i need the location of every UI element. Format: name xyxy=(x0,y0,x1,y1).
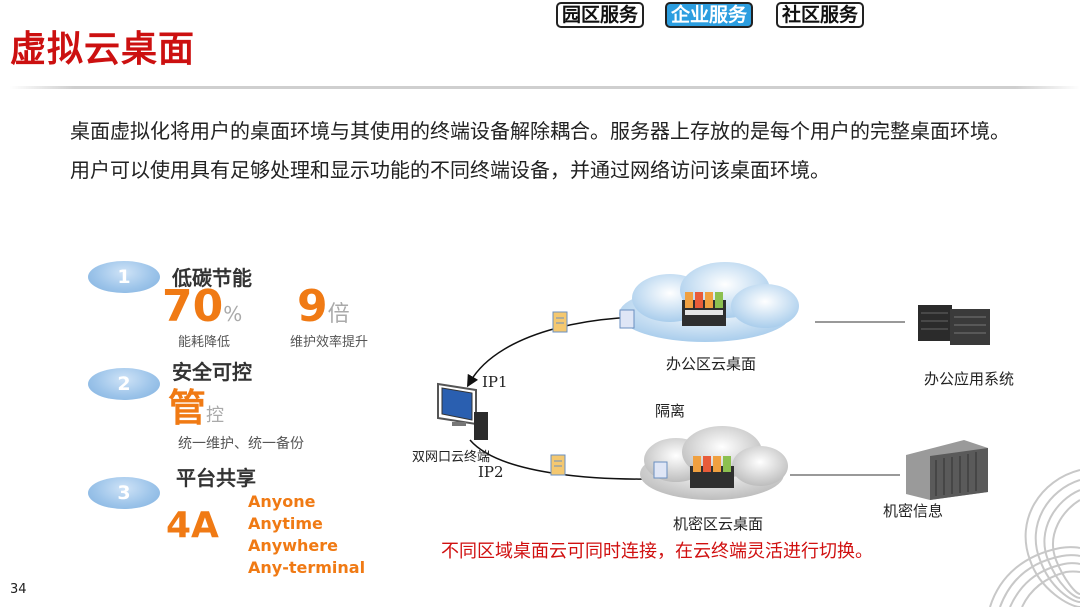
feature-2-title: 安全可控 xyxy=(172,360,252,384)
feature-3-list: Anyone Anytime Anywhere Any-terminal xyxy=(248,491,365,579)
document-icon xyxy=(653,461,668,479)
secret-info-server-rack-icon xyxy=(906,440,988,500)
feature-1-stat2: 9倍 xyxy=(297,281,350,332)
office-system-label: 办公应用系统 xyxy=(924,370,1015,388)
feature-1-stat2-unit: 倍 xyxy=(327,302,350,327)
secret-server-icon xyxy=(690,456,734,488)
office-system-server-icon xyxy=(918,305,990,345)
feature-2-big-char: 管 xyxy=(168,386,207,430)
feature-1-stat1-value: 70 xyxy=(162,281,224,332)
intro-paragraph: 桌面虚拟化将用户的桌面环境与其使用的终端设备解除耦合。服务器上存放的是每个用户的… xyxy=(70,119,1010,182)
title-divider xyxy=(10,86,1080,89)
feature-1-stat1-caption: 能耗降低 xyxy=(178,335,231,350)
tab-park-service[interactable]: 园区服务 xyxy=(556,2,645,28)
office-cloud-label: 办公区云桌面 xyxy=(666,355,757,373)
office-server-icon xyxy=(682,292,726,326)
feature-1-stat2-value: 9 xyxy=(297,281,328,332)
feature-2-mark: 管控 xyxy=(168,377,224,432)
page-number: 34 xyxy=(10,582,27,597)
ip2-label: IP2 xyxy=(478,463,504,481)
feature-1-stat1: 70% xyxy=(162,281,242,332)
feature-3-item: Any-terminal xyxy=(248,558,366,577)
feature-2-number-badge: 2 xyxy=(88,368,160,400)
document-icon xyxy=(552,311,568,333)
feature-2-small-char: 控 xyxy=(206,405,225,426)
corner-logo-icon xyxy=(989,469,1080,607)
ip1-label: IP1 xyxy=(482,373,508,391)
feature-3-item: Anytime xyxy=(248,514,323,533)
feature-3-title: 平台共享 xyxy=(176,466,256,490)
feature-3-item: Anywhere xyxy=(248,536,338,555)
switching-note: 不同区域桌面云可同时连接，在云终端灵活进行切换。 xyxy=(441,541,873,562)
feature-3-item: Anyone xyxy=(248,492,316,511)
feature-1-stat2-caption: 维护效率提升 xyxy=(290,335,369,350)
isolation-label: 隔离 xyxy=(655,402,686,420)
document-icon xyxy=(550,454,566,476)
feature-1-title: 低碳节能 xyxy=(172,266,252,290)
feature-3-number-badge: 3 xyxy=(88,477,160,509)
tab-enterprise-service[interactable]: 企业服务 xyxy=(665,2,754,28)
feature-1-stat1-unit: % xyxy=(223,302,243,326)
document-icon xyxy=(619,309,635,329)
tab-community-service[interactable]: 社区服务 xyxy=(776,2,865,28)
feature-2-caption: 统一维护、统一备份 xyxy=(178,436,304,452)
terminal-label: 双网口云终端 xyxy=(412,450,491,465)
feature-1-number-badge: 1 xyxy=(88,261,160,293)
secret-info-label: 机密信息 xyxy=(883,502,944,520)
feature-3-big-text: 4A xyxy=(166,505,219,546)
terminal-computer-icon xyxy=(437,382,488,440)
page-title: 虚拟云桌面 xyxy=(10,29,196,70)
secret-cloud-label: 机密区云桌面 xyxy=(673,515,764,533)
